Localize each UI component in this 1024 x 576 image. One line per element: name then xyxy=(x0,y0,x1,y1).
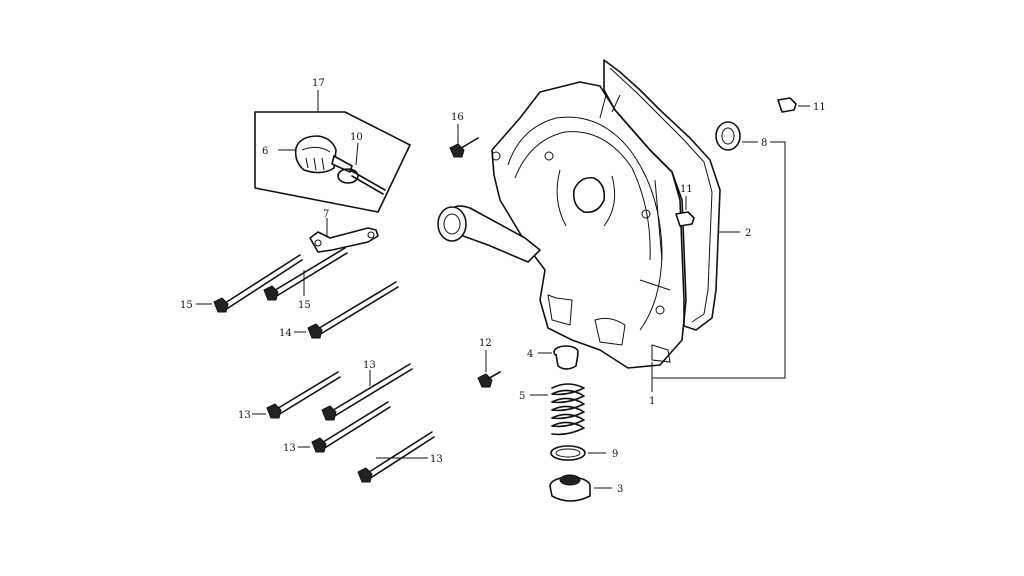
oil-seal-8 xyxy=(715,121,758,151)
oil-filler-cap xyxy=(278,135,353,174)
oil-cap-group-box xyxy=(254,90,411,213)
callout-4: 4 xyxy=(527,349,533,360)
dowel-pin-11-a xyxy=(777,97,810,113)
bolt-12 xyxy=(477,350,501,388)
bolt-15-a xyxy=(196,254,303,313)
bolt-14 xyxy=(294,281,399,339)
bolt-13-c xyxy=(298,401,391,453)
callout-9: 9 xyxy=(612,449,618,460)
dipstick-rod xyxy=(349,169,386,195)
callout-11-top: 11 xyxy=(813,102,826,113)
callout-labels: 17 10 6 7 15 15 14 13 13 13 13 16 12 4 5… xyxy=(180,78,826,495)
callout-13-right: 13 xyxy=(430,454,443,465)
bolt-13-d xyxy=(357,431,435,483)
callout-1: 1 xyxy=(649,396,655,407)
callout-10: 10 xyxy=(350,132,363,143)
callout-2: 2 xyxy=(745,228,751,239)
callout-15-mid: 15 xyxy=(298,300,311,311)
bolt-15-b xyxy=(263,247,348,301)
callout-3: 3 xyxy=(617,484,623,495)
leader-1-8 xyxy=(652,141,786,379)
callout-8: 8 xyxy=(761,138,767,149)
bolt-16 xyxy=(449,124,479,158)
o-ring-10 xyxy=(337,142,359,184)
callout-7: 7 xyxy=(323,209,329,220)
dowel-pin-11-b xyxy=(675,196,695,227)
callout-13-left: 13 xyxy=(238,410,251,421)
callout-16: 16 xyxy=(451,112,464,123)
callout-14: 14 xyxy=(279,328,292,339)
callout-5: 5 xyxy=(519,391,525,402)
inlet-spout xyxy=(437,205,541,263)
bolt-13-b xyxy=(321,363,413,421)
gasket-2 xyxy=(603,59,740,331)
callout-11-mid: 11 xyxy=(680,184,693,195)
callout-17: 17 xyxy=(312,78,325,89)
callout-6: 6 xyxy=(262,146,268,157)
crankcase-cover-1 xyxy=(491,81,687,392)
callout-12: 12 xyxy=(479,338,492,349)
callout-13-mid: 13 xyxy=(283,443,296,454)
drain-plug-3 xyxy=(549,474,612,502)
callout-13-top: 13 xyxy=(363,360,376,371)
callout-15-left: 15 xyxy=(180,300,193,311)
o-ring-9 xyxy=(550,445,606,461)
bolt-13-a xyxy=(252,371,341,419)
strainer-cap-4 xyxy=(538,345,579,370)
bracket-7 xyxy=(309,218,379,253)
spring-5 xyxy=(530,383,585,436)
